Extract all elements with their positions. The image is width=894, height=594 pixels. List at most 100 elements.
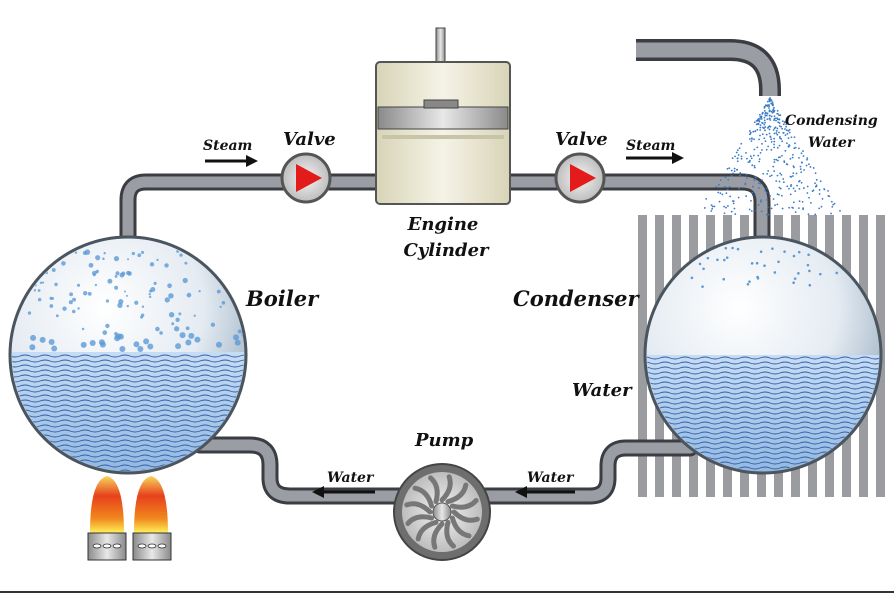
bubble (168, 311, 175, 318)
bubble (69, 292, 74, 297)
spray-droplet (764, 114, 767, 117)
spray-droplet (728, 167, 731, 170)
spray-droplet (782, 123, 785, 126)
spray-droplet (776, 193, 779, 196)
spray-droplet (763, 110, 766, 112)
label-pump: Pump (414, 430, 474, 451)
spray-droplet (776, 133, 779, 136)
spray-droplet (764, 129, 766, 132)
label-steam-right: Steam (626, 138, 675, 154)
bubble (52, 252, 59, 258)
spray-droplet (765, 148, 768, 151)
droplet (783, 250, 786, 253)
spray-droplet (751, 185, 754, 188)
spray-droplet (794, 211, 797, 214)
bubble (113, 256, 120, 262)
spray-droplet (769, 195, 771, 197)
spray-droplet (774, 126, 777, 129)
bubble (107, 278, 113, 284)
spray-droplet (839, 210, 841, 212)
bubble (176, 249, 180, 253)
droplet (746, 282, 750, 286)
spray-droplet (830, 212, 832, 215)
droplet (736, 247, 740, 251)
droplet (722, 277, 726, 281)
bubble (37, 297, 42, 302)
spray-droplet (779, 114, 782, 117)
water-wave (12, 404, 244, 408)
droplet (698, 262, 702, 266)
spray-droplet (761, 142, 763, 145)
spray-droplet (737, 154, 740, 156)
pump-blade (415, 519, 439, 542)
spray-droplet (754, 176, 757, 178)
spray-droplet (723, 212, 726, 215)
water-wave (0, 475, 260, 477)
spray-droplet (800, 161, 803, 164)
spray-droplet (796, 184, 798, 187)
bubble (167, 283, 172, 289)
spray-droplet (806, 157, 809, 160)
valve-right (554, 152, 606, 204)
water-wave (647, 386, 879, 390)
droplet (724, 246, 728, 250)
label-condenser: Condenser (513, 286, 640, 311)
spray-droplet (759, 134, 761, 137)
spray-droplet (763, 106, 766, 109)
spray-droplet (740, 142, 743, 145)
spray-droplet (820, 205, 823, 208)
spray-droplet (809, 166, 812, 168)
engine-cylinder (375, 27, 511, 205)
bubble (54, 282, 58, 287)
droplet (723, 258, 726, 262)
spray-droplet (772, 129, 775, 131)
spray-droplet (774, 204, 776, 207)
spray-droplet (738, 147, 741, 150)
pump-blade (444, 519, 456, 549)
spray-droplet (773, 132, 776, 135)
spray-droplet (786, 185, 789, 188)
spray-droplet (726, 167, 729, 170)
spray-droplet (766, 187, 769, 190)
spray-droplet (770, 110, 773, 113)
spray-droplet (767, 145, 770, 148)
spray-droplet (776, 203, 779, 206)
spray-droplet (750, 210, 753, 212)
spray-droplet (807, 213, 810, 216)
bubble (48, 339, 55, 346)
bubble (134, 300, 139, 305)
spray-droplet (769, 114, 771, 117)
spray-droplet (768, 128, 771, 131)
spray-droplet (773, 119, 775, 121)
spray-droplet (802, 207, 804, 210)
bubble (94, 283, 98, 287)
spray-droplet (740, 157, 743, 160)
water-wave (12, 354, 244, 358)
bubble (164, 263, 169, 268)
condensing-water-spray (703, 97, 841, 216)
bubble (131, 251, 136, 256)
spray-droplet (772, 103, 774, 106)
spray-droplet (776, 112, 779, 115)
spray-droplet (790, 136, 793, 139)
spray-droplet (781, 140, 784, 143)
bubble (98, 339, 105, 346)
spray-droplet (752, 130, 755, 133)
spray-droplet (786, 142, 788, 145)
spray-droplet (732, 200, 735, 203)
spray-droplet (768, 107, 770, 109)
bubble (173, 326, 180, 332)
spray-droplet (789, 157, 792, 160)
bubble (102, 257, 105, 260)
spray-droplet (703, 207, 706, 209)
bubble (80, 341, 87, 348)
bubble (83, 291, 88, 296)
spray-droplet (803, 169, 805, 171)
spray-droplet (778, 125, 781, 127)
spray-droplet (795, 172, 798, 175)
spray-droplet (806, 158, 808, 161)
spray-droplet (818, 207, 821, 210)
spray-droplet (788, 187, 790, 190)
bubble (30, 334, 37, 341)
condenser-tank (643, 235, 883, 475)
